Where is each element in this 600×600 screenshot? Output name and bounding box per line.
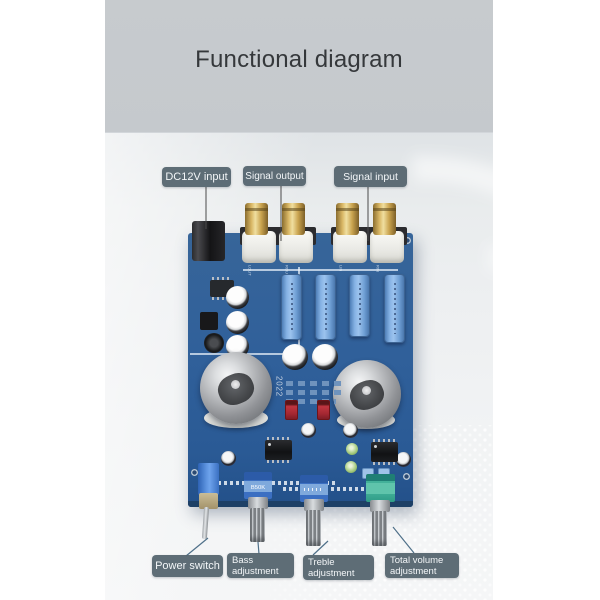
- small-capacitor: [221, 451, 236, 466]
- callout-volume-adjustment: Total volume adjustment: [385, 553, 459, 578]
- red-capacitor: [285, 400, 298, 420]
- vacuum-tube-left: [200, 352, 272, 424]
- resistor-row: [286, 381, 341, 386]
- power-transistor: [200, 312, 218, 330]
- chip-pins: [373, 439, 396, 442]
- volume-knob-shaft: [372, 511, 387, 546]
- tube-tip: [231, 380, 240, 389]
- power-switch-bushing: [199, 493, 218, 509]
- small-capacitor: [343, 423, 358, 438]
- callout-signal-input: Signal input: [334, 166, 407, 187]
- bass-potentiometer: B50K: [244, 472, 272, 499]
- chip-pins: [267, 460, 290, 463]
- small-capacitor: [301, 423, 316, 438]
- rca-gold-plug: [282, 203, 305, 235]
- red-capacitor: [317, 400, 330, 420]
- power-switch-body: [198, 463, 219, 495]
- callout-bass-adjustment: Bass adjustment: [227, 553, 294, 578]
- led-indicator: [346, 443, 358, 455]
- silkscreen-line: [243, 269, 398, 271]
- film-capacitor: [349, 274, 370, 337]
- treble-potentiometer: [300, 475, 328, 502]
- rca-gold-plug: [373, 203, 396, 235]
- rca-input-jacks: [331, 203, 409, 265]
- callout-dc12v-input: DC12V input: [162, 167, 231, 187]
- rca-body: [370, 231, 404, 263]
- rca-gold-plug: [336, 203, 359, 235]
- dc-power-jack: [192, 221, 225, 261]
- rca-body: [333, 231, 367, 263]
- mounting-hole: [404, 237, 411, 244]
- rca-body: [279, 231, 313, 263]
- chip-pins: [212, 297, 232, 300]
- chip-pins: [373, 462, 396, 465]
- small-capacitor: [396, 452, 411, 467]
- callout-power-switch: Power switch: [152, 555, 223, 577]
- treble-knob-shaft: [306, 510, 321, 546]
- pcb-edge: [188, 501, 413, 507]
- callout-signal-output: Signal output: [243, 166, 306, 186]
- callout-treble-adjustment: Treble adjustment: [303, 555, 374, 580]
- tube-tip: [362, 386, 371, 395]
- pot-collar: [248, 497, 268, 509]
- pot-label-band: [300, 484, 328, 495]
- page-title: Functional diagram: [195, 46, 403, 73]
- electrolytic-capacitor: [282, 344, 308, 370]
- chip-pins: [212, 277, 232, 280]
- amplifier-board: LOUT ROUT LIN RIN: [188, 203, 413, 546]
- pot-collar: [370, 500, 390, 512]
- silkscreen-year: 2022: [274, 376, 283, 397]
- rca-output-jacks: [240, 203, 318, 265]
- dip-opamp-chip: [371, 439, 398, 465]
- pot-label-band: [366, 483, 395, 494]
- rca-gold-plug: [245, 203, 268, 235]
- silkscreen-text-row: [218, 481, 338, 485]
- mounting-hole: [403, 473, 410, 480]
- electrolytic-capacitor: [226, 311, 249, 334]
- chip-pins: [267, 437, 290, 440]
- led-indicator: [345, 461, 357, 473]
- volume-potentiometer: [366, 474, 395, 502]
- vacuum-tube-right: [333, 360, 401, 428]
- film-capacitor: [384, 274, 405, 343]
- bass-knob-shaft: [250, 508, 265, 542]
- rca-body: [242, 231, 276, 263]
- film-capacitor: [281, 274, 302, 340]
- pot-label-band: B50K: [244, 481, 272, 492]
- pot-value-label: B50K: [250, 483, 266, 490]
- dip-opamp-chip: [265, 437, 292, 463]
- electrolytic-capacitor: [312, 344, 338, 370]
- inductor: [204, 333, 224, 353]
- mounting-hole: [191, 469, 198, 476]
- resistor-row: [286, 399, 336, 404]
- electrolytic-capacitor: [226, 286, 249, 309]
- product-image-panel: Functional diagram: [105, 0, 493, 600]
- pot-collar: [304, 499, 324, 511]
- resistor-row: [286, 390, 341, 395]
- film-capacitor: [315, 274, 336, 340]
- tube-internals: [345, 375, 389, 415]
- tube-internals: [213, 368, 259, 410]
